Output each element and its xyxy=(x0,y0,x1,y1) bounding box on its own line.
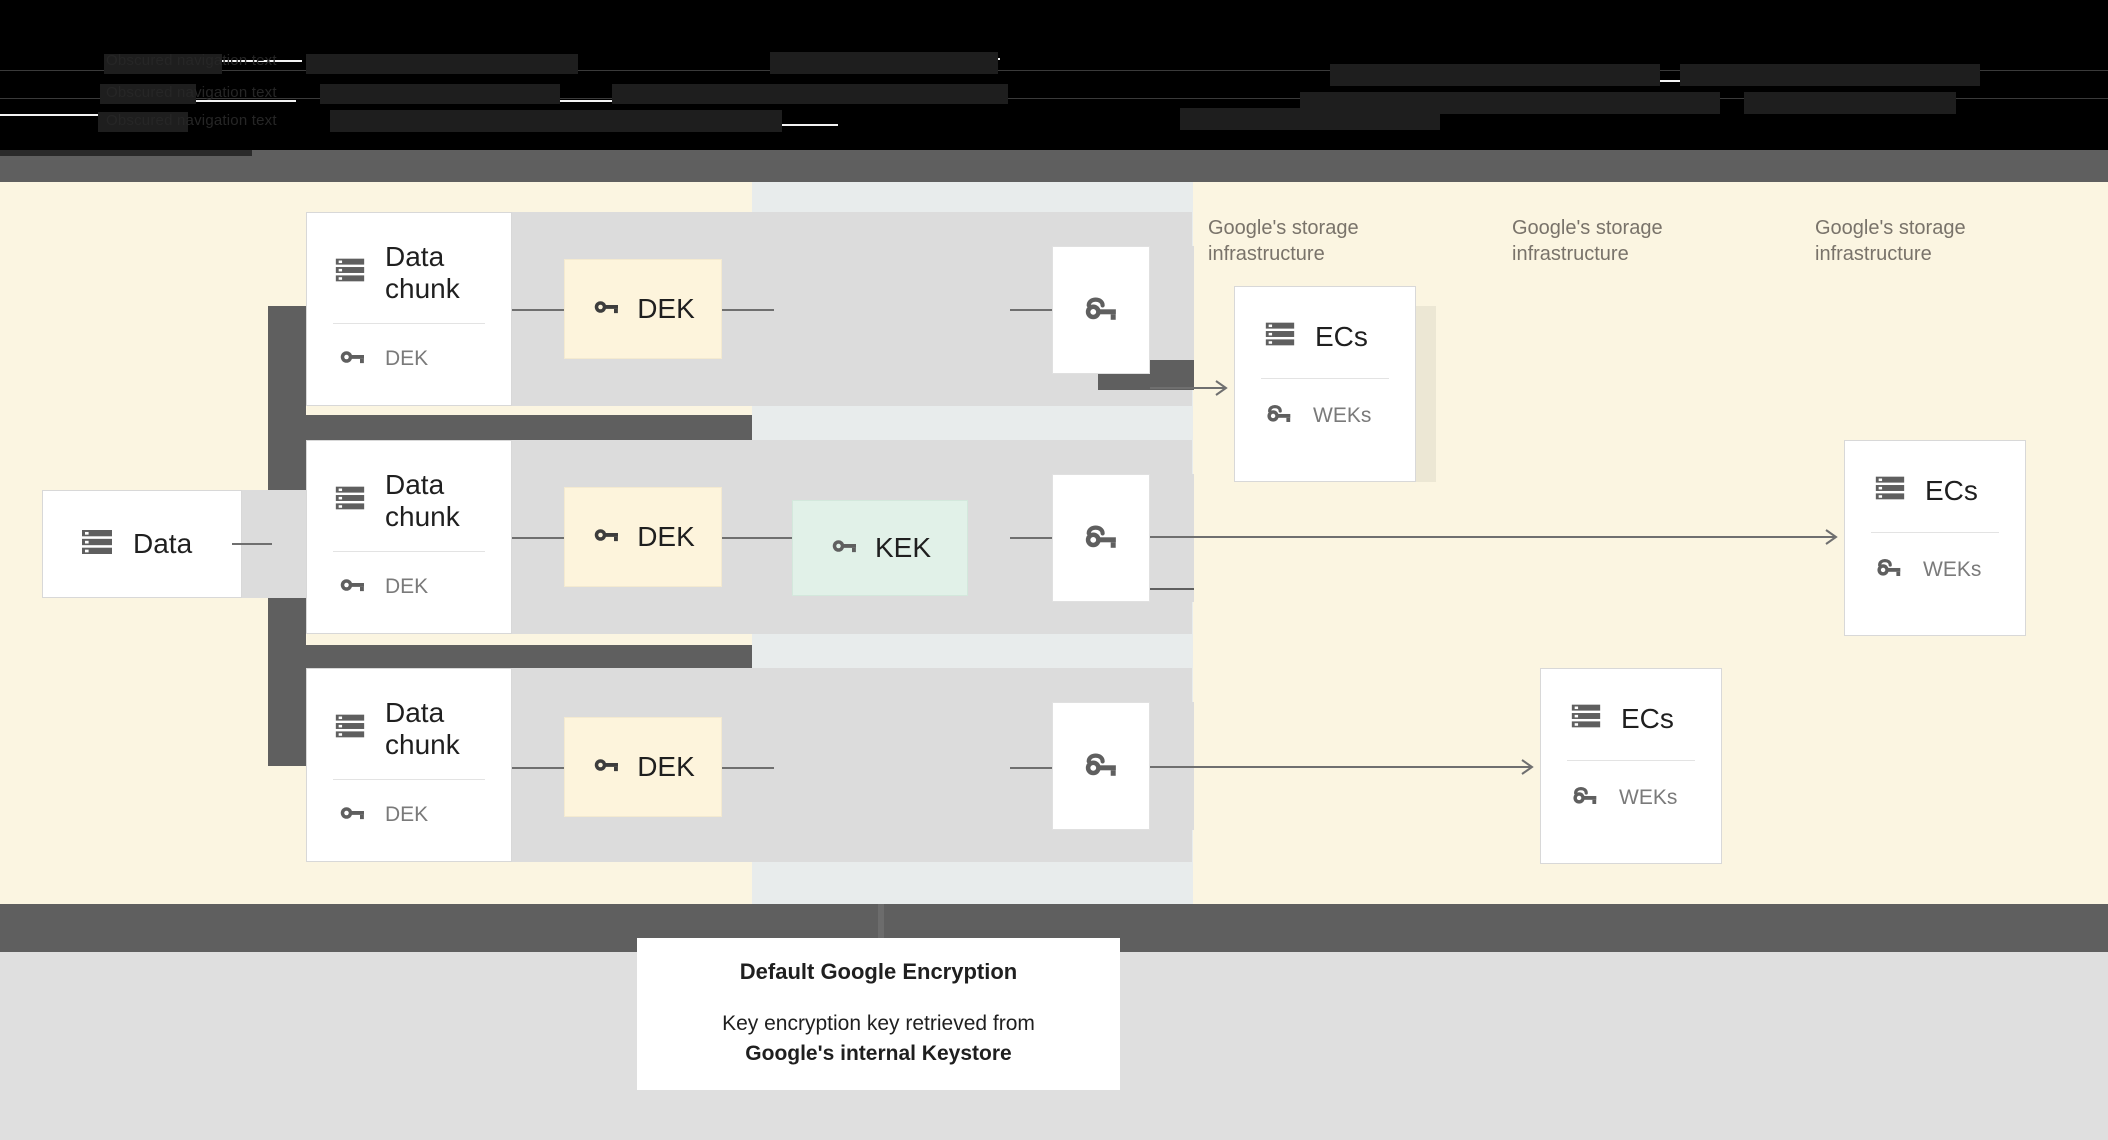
server-icon xyxy=(333,481,367,520)
tile-wrapped-key-2[interactable] xyxy=(1052,474,1150,602)
obscured-top-banner: Obscured navigation text Obscured naviga… xyxy=(0,0,2108,152)
card-divider xyxy=(1871,532,1999,533)
ec-key-label: WEKs xyxy=(1923,557,1982,581)
connector-kek-to-keytile-3 xyxy=(1010,767,1052,769)
connector-source-to-fanout xyxy=(232,543,272,545)
card-divider xyxy=(1261,378,1389,379)
server-icon xyxy=(79,524,115,565)
card-divider xyxy=(1567,760,1695,761)
connector-chunk3-dek xyxy=(512,767,564,769)
connector-dek3-right xyxy=(722,767,774,769)
connector-kek-to-keytile-1 xyxy=(1010,309,1052,311)
connector-dek1-right xyxy=(722,309,774,311)
dek-label: DEK xyxy=(637,521,695,552)
data-chunk-key-label: DEK xyxy=(385,803,429,827)
card-divider xyxy=(333,778,485,780)
tile-kek[interactable]: KEK xyxy=(792,500,968,596)
tile-dek-3[interactable]: DEK xyxy=(564,717,722,817)
card-data-chunk-1[interactable]: Data chunk DEK xyxy=(306,212,512,406)
banner-line-3: Obscured navigation text xyxy=(106,112,277,129)
data-chunk-label: Data chunk xyxy=(385,697,460,760)
banner-line-2: Obscured navigation text xyxy=(106,84,277,101)
data-chunk-label: Data chunk xyxy=(385,241,460,304)
key-icon xyxy=(337,570,367,605)
connector-chunk2-dek xyxy=(512,537,564,539)
server-icon xyxy=(1263,317,1297,356)
connector-kek-to-keytile-2 xyxy=(1010,537,1052,539)
kek-label: KEK xyxy=(874,532,932,563)
arrow-to-ec-2 xyxy=(1150,527,1844,547)
key-icon xyxy=(337,798,367,833)
key-icon xyxy=(591,292,621,327)
caption-box: Default Google Encryption Key encryption… xyxy=(637,938,1120,1090)
ec-label: ECs xyxy=(1925,474,1978,506)
caption-line-2: Google's internal Keystore xyxy=(745,1042,1012,1065)
key-icon xyxy=(337,342,367,377)
key-icon xyxy=(591,750,621,785)
dek-label: DEK xyxy=(637,751,695,782)
card-data-chunk-3[interactable]: Data chunk DEK xyxy=(306,668,512,862)
tile-dek-1[interactable]: DEK xyxy=(564,259,722,359)
source-data-label: Data xyxy=(133,528,193,560)
wrapped-key-icon xyxy=(1080,287,1122,334)
caption-title: Default Google Encryption xyxy=(739,959,1018,985)
card-data-chunk-2[interactable]: Data chunk DEK xyxy=(306,440,512,634)
top-divider-notch xyxy=(0,150,252,156)
ec-label: ECs xyxy=(1621,702,1674,734)
server-icon xyxy=(333,709,367,748)
connector-dek2-kek xyxy=(722,537,792,539)
card-divider xyxy=(333,550,485,552)
caption-body: Key encryption key retrieved from Google… xyxy=(722,1009,1035,1069)
wrapped-key-icon xyxy=(1263,397,1295,434)
card-ec-1[interactable]: ECs WEKs xyxy=(1234,286,1416,482)
tile-wrapped-key-3[interactable] xyxy=(1052,702,1150,830)
top-divider-band xyxy=(0,150,2108,182)
storage-label-3: Google's storage infrastructure xyxy=(1815,217,1966,266)
data-chunk-key-label: DEK xyxy=(385,575,429,599)
caption-line-1: Key encryption key retrieved from xyxy=(722,1012,1035,1036)
card-ec-3[interactable]: ECs WEKs xyxy=(1540,668,1722,864)
data-chunk-key-label: DEK xyxy=(385,347,429,371)
ec-key-label: WEKs xyxy=(1619,785,1678,809)
arrow-to-ec-1 xyxy=(1150,378,1234,398)
wrapped-key-icon xyxy=(1080,515,1122,562)
server-icon xyxy=(1873,471,1907,510)
arrow-to-ec-3 xyxy=(1150,757,1540,777)
card-divider xyxy=(333,322,485,324)
wrapped-key-icon xyxy=(1569,779,1601,816)
tile-dek-2[interactable]: DEK xyxy=(564,487,722,587)
card-source-data[interactable]: Data xyxy=(42,490,242,598)
card-ec-2[interactable]: ECs WEKs xyxy=(1844,440,2026,636)
data-chunk-label: Data chunk xyxy=(385,469,460,532)
server-icon xyxy=(1569,699,1603,738)
tile-wrapped-key-1[interactable] xyxy=(1052,246,1150,374)
key-icon xyxy=(591,520,621,555)
storage-label-1: Google's storage infrastructure xyxy=(1208,217,1359,266)
bottom-divider-notch xyxy=(878,904,884,952)
dek-label: DEK xyxy=(637,293,695,324)
storage-label-2: Google's storage infrastructure xyxy=(1512,217,1663,266)
ec-key-label: WEKs xyxy=(1313,403,1372,427)
banner-line-1: Obscured navigation text xyxy=(106,52,277,69)
server-icon xyxy=(333,253,367,292)
connector-chunk1-dek xyxy=(512,309,564,311)
key-icon xyxy=(829,531,859,566)
wrapped-key-icon xyxy=(1080,743,1122,790)
wrapped-key-icon xyxy=(1873,551,1905,588)
ec-label: ECs xyxy=(1315,320,1368,352)
